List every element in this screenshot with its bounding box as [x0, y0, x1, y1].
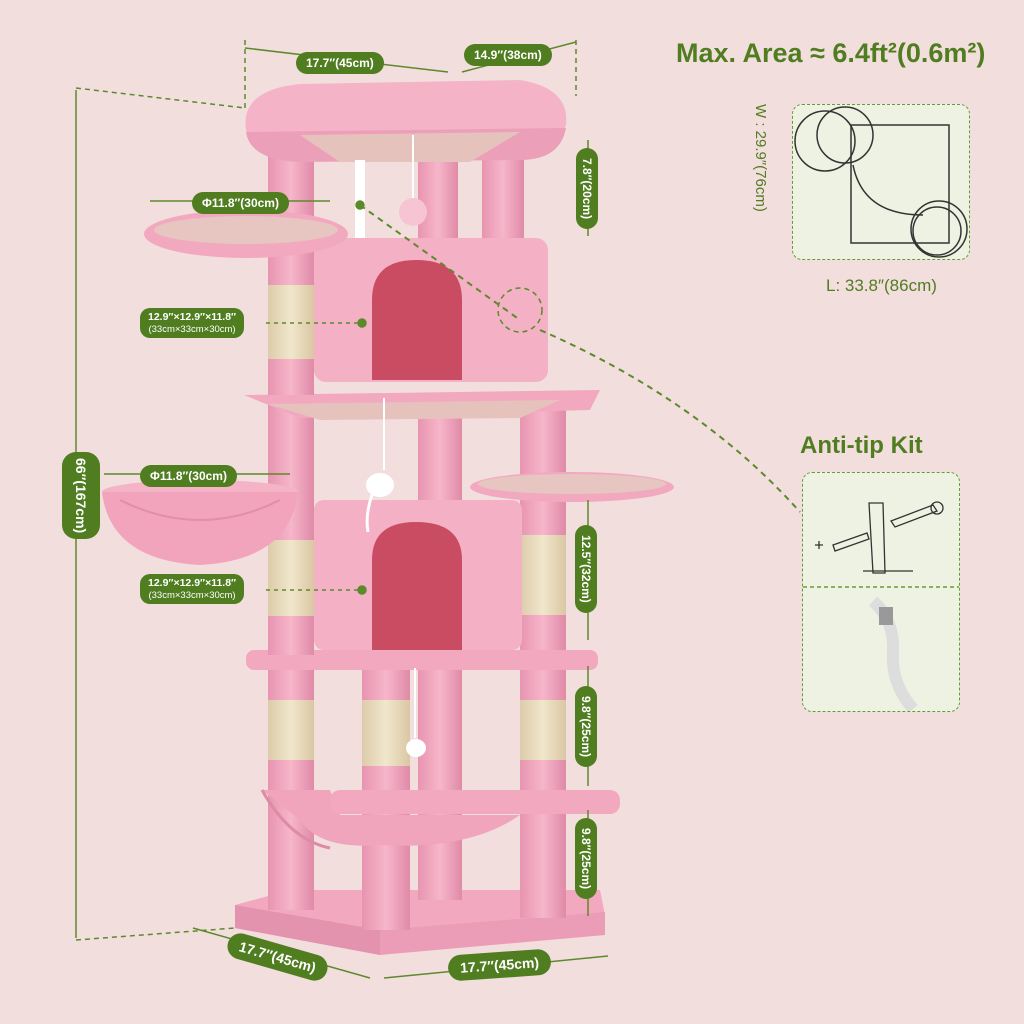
- right-perch: [470, 472, 674, 502]
- hammock: [260, 789, 520, 850]
- anti-tip-title: Anti-tip Kit: [800, 432, 923, 459]
- upper-posts: [268, 140, 524, 395]
- anti-tip-kit-diagram: [803, 501, 959, 711]
- max-area-title: Max. Area ≈ 6.4ft²(0.6m²): [676, 38, 986, 68]
- upper-condo-metric: (33cm×33cm×30cm): [148, 323, 236, 335]
- lower-condo-size-label: 12.9″×12.9″×11.8″ (33cm×33cm×30cm): [140, 574, 245, 604]
- hanging-toys: [355, 135, 427, 757]
- lower-gap1-label: 9.8″(25cm): [575, 686, 597, 768]
- top-width-label: 17.7″(45cm): [296, 52, 384, 74]
- top-bed: [245, 80, 567, 162]
- lower-condo: [314, 500, 522, 650]
- middle-shelf: [246, 650, 598, 670]
- upper-condo-size-label: 12.9″×12.9″×11.8″ (33cm×33cm×30cm): [140, 308, 245, 338]
- upper-shelf: [244, 390, 600, 420]
- top-depth-label: 14.9″(38cm): [464, 44, 552, 66]
- mid-gap-label: 12.5″(32cm): [575, 525, 597, 613]
- area-footprint-panel: [792, 104, 970, 260]
- basket: [102, 480, 298, 565]
- basket-diameter-label: Φ11.8″(30cm): [140, 465, 237, 487]
- lower-posts: [268, 660, 566, 930]
- footprint-diagram: [794, 106, 968, 258]
- upper-condo-imperial: 12.9″×12.9″×11.8″: [148, 311, 237, 323]
- lower-condo-imperial: 12.9″×12.9″×11.8″: [148, 577, 237, 589]
- lower-shelf: [330, 790, 620, 814]
- base-platform: [235, 890, 605, 955]
- perch-diameter-label: Φ11.8″(30cm): [192, 192, 289, 214]
- area-length-label: L: 33.8″(86cm): [826, 276, 937, 295]
- upper-condo: [314, 238, 548, 382]
- anti-tip-panel: [802, 472, 960, 712]
- lower-gap2-label: 9.8″(25cm): [575, 818, 597, 900]
- area-width-label: W : 29.9″(76cm): [752, 104, 769, 212]
- top-gap-label: 7.8″(20cm): [576, 148, 598, 230]
- height-label: 66″(167cm): [62, 452, 100, 540]
- left-perch: [144, 210, 348, 258]
- lower-condo-metric: (33cm×33cm×30cm): [148, 589, 236, 601]
